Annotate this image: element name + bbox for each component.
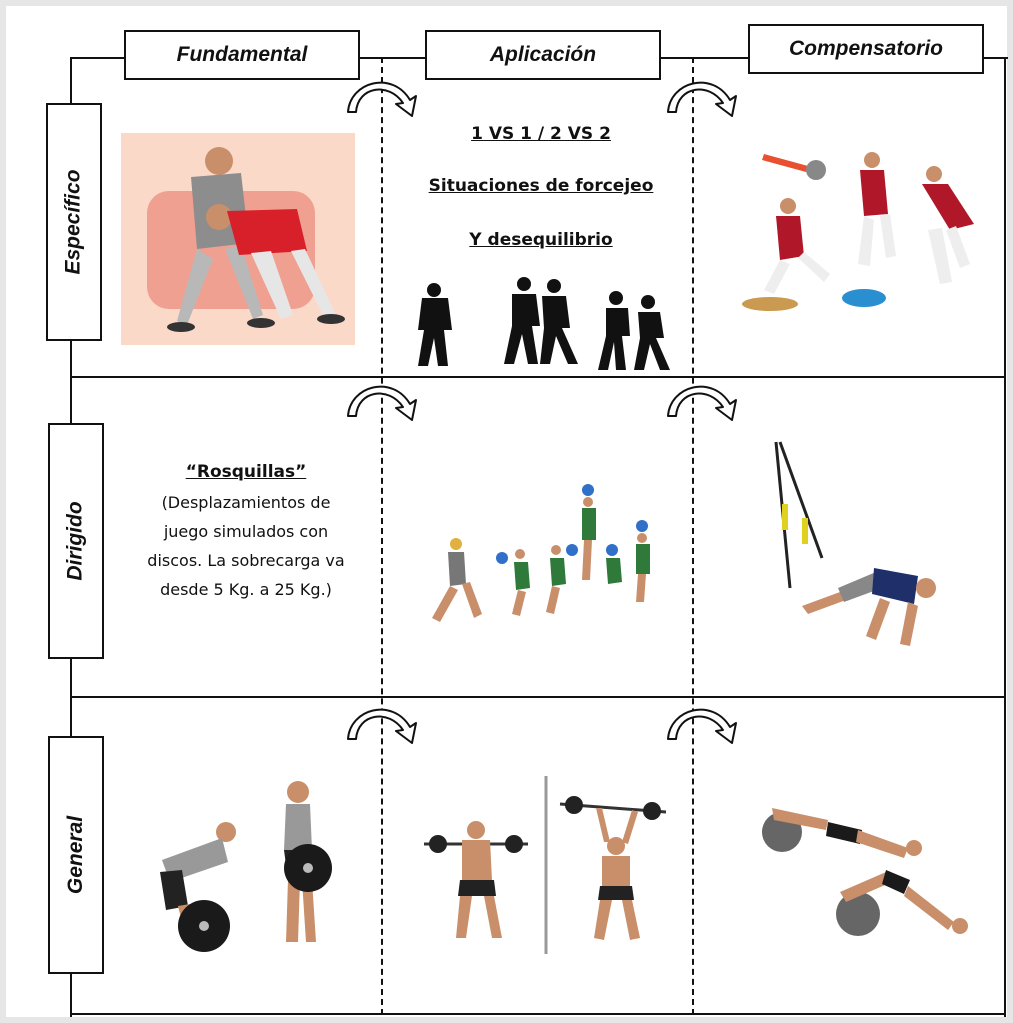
diagram-canvas: Fundamental Aplicación Compensatorio Esp… [6,6,1008,1017]
row-header-general-label: General [64,815,87,895]
row-divider-2 [70,696,1006,698]
curved-arrow-icon [667,81,737,117]
curved-arrow-icon [347,708,417,744]
curved-arrow-icon [347,385,417,421]
column-header-fundamental: Fundamental [124,30,360,80]
wrestling-players-image [121,133,355,345]
rosquillas-line-4: desde 5 Kg. a 25 Kg.) [160,580,332,599]
curved-arrow-icon [347,81,417,117]
frame-right-line [1004,57,1006,1017]
row-header-especifico: Específico [46,103,102,341]
overhead-squat-image [424,776,666,954]
rosquillas-title: “Rosquillas” [185,462,307,482]
column-header-compensatorio: Compensatorio [748,24,984,74]
medicine-ball-throw-image [432,484,650,622]
rosquillas-description: “Rosquillas” (Desplazamientos de juego s… [116,462,376,604]
cell-text-1vs1: 1 VS 1 / 2 VS 2 [471,124,611,144]
cell-text-desequilibrio: Y desequilibrio [469,230,613,250]
deadlift-image [160,781,332,952]
column-divider-1 [381,57,383,1015]
cell-text-forcejeo: Situaciones de forcejeo [428,176,654,196]
row-header-dirigido: Dirigido [48,423,104,659]
row-divider-1 [70,376,1006,378]
curved-arrow-icon [667,708,737,744]
row-header-especifico-label: Específico [62,169,86,275]
curved-arrow-icon [667,385,737,421]
rosquillas-line-1: (Desplazamientos de [161,493,331,512]
balance-board-jumps-image [742,152,974,311]
rosquillas-line-3: discos. La sobrecarga va [147,551,345,570]
row-header-dirigido-label: Dirigido [64,501,88,581]
row-header-general: General [48,736,104,974]
rosquillas-line-2: juego simulados con [163,522,329,541]
trx-suspension-image [774,441,936,646]
basketball-silhouettes-image [418,277,670,370]
column-header-aplicacion: Aplicación [425,30,661,80]
fitball-bridge-image [762,808,968,936]
frame-bottom-line [70,1013,1006,1015]
column-divider-2 [692,57,694,1015]
